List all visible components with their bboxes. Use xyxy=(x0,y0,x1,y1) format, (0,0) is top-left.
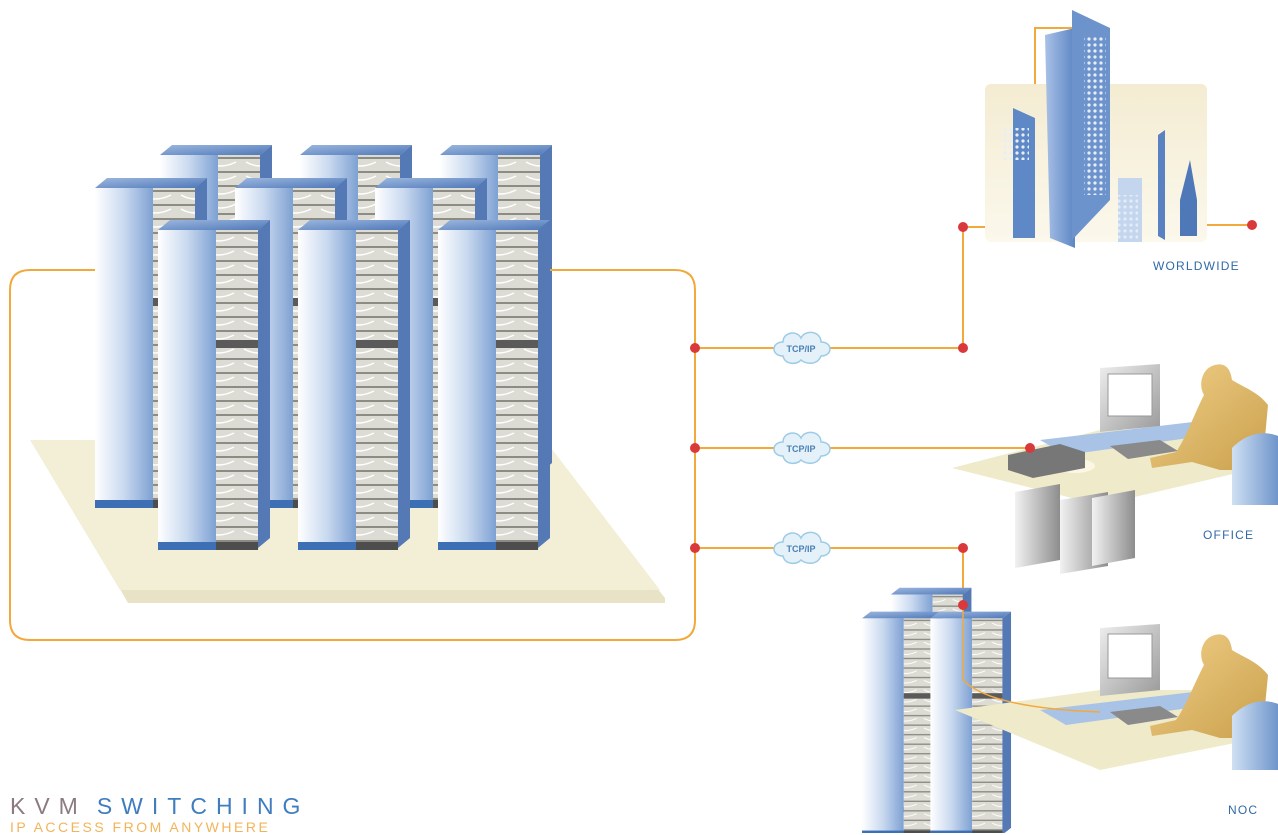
keyboard xyxy=(1110,706,1178,725)
connection-node xyxy=(1247,220,1257,230)
diagram-title: KVM SWITCHING xyxy=(10,793,309,819)
desk xyxy=(952,430,1250,505)
diagram-subtitle: IP ACCESS FROM ANYWHERE xyxy=(10,819,271,835)
pc-tower xyxy=(1092,490,1135,566)
server-rack-cluster xyxy=(95,145,552,550)
site-label-office: OFFICE xyxy=(1203,528,1255,542)
office-chair xyxy=(1232,433,1278,505)
desk xyxy=(955,690,1250,770)
tcp-ip-cloud: TCP/IP xyxy=(773,431,831,465)
connection-node xyxy=(958,222,968,232)
server-rack xyxy=(158,220,270,550)
connection-nodes xyxy=(690,220,1257,610)
title-switching: SWITCHING xyxy=(96,793,310,819)
title-kvm: KVM xyxy=(10,793,87,819)
office-chair xyxy=(1232,701,1278,770)
building xyxy=(1158,130,1165,240)
keyboard-mat xyxy=(1040,690,1232,725)
connection-node xyxy=(690,343,700,353)
connection-node xyxy=(958,600,968,610)
kvm-switch-device xyxy=(1008,444,1085,478)
keyboard-mat xyxy=(1040,420,1232,455)
tcp-ip-cloud: TCP/IP xyxy=(773,331,831,365)
worldwide-city-illustration xyxy=(985,10,1207,248)
site-label-noc: NOC xyxy=(1228,803,1259,817)
data-center-boundary xyxy=(9,269,696,641)
server-rack xyxy=(438,220,550,550)
tcp-ip-label: TCP/IP xyxy=(786,344,815,354)
building xyxy=(1180,160,1197,236)
connection-node xyxy=(1025,443,1035,453)
building xyxy=(1045,28,1075,248)
noc-illustration xyxy=(862,587,1278,833)
building xyxy=(1013,108,1035,238)
pc-tower xyxy=(1015,484,1060,568)
connection-node xyxy=(958,343,968,353)
site-label-worldwide: WORLDWIDE xyxy=(1153,259,1240,273)
office-workstation-illustration xyxy=(952,364,1278,574)
keyboard xyxy=(1110,440,1178,459)
tcp-ip-label: TCP/IP xyxy=(786,444,815,454)
server-rack xyxy=(298,220,410,550)
connection-node xyxy=(958,543,968,553)
tcp-ip-label: TCP/IP xyxy=(786,544,815,554)
connection-node xyxy=(690,443,700,453)
connection-node xyxy=(690,543,700,553)
tcp-ip-cloud: TCP/IP xyxy=(773,531,831,565)
diagram-title-block: KVM SWITCHING IP ACCESS FROM ANYWHERE xyxy=(10,793,309,835)
